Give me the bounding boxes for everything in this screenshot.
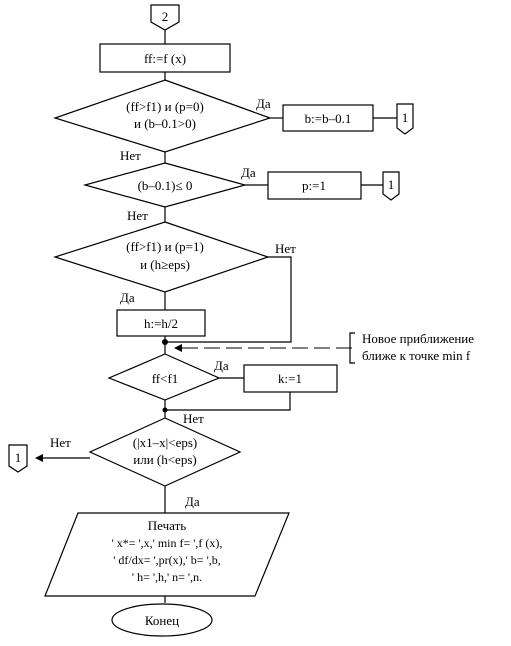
- decision-4-yes-label: Да: [214, 358, 229, 373]
- decision-4: ff<f1: [107, 353, 221, 401]
- output-print: Печать ' x*= ',x,' min f= ',f (x), ' df/…: [44, 512, 290, 597]
- print-line3: ' h= ',h,' n= ',n.: [132, 570, 202, 584]
- decision-3-line1: (ff>f1) и (p=1): [126, 239, 204, 254]
- decision-2: (b–0.1)≤ 0: [82, 162, 248, 208]
- decision-5-no-label: Нет: [50, 435, 71, 450]
- junction-dot: [162, 407, 168, 413]
- connector-1b: 1: [382, 171, 400, 201]
- decision-4-text: ff<f1: [152, 371, 179, 386]
- print-title: Печать: [148, 518, 186, 533]
- decision-1-line1: (ff>f1) и (p=0): [126, 99, 204, 114]
- h-assign-text: h:=h/2: [144, 316, 178, 331]
- decision-5-yes-label: Да: [185, 494, 200, 509]
- junction-dot: [162, 339, 168, 345]
- decision-5-line1: (|x1–x|<eps): [133, 435, 198, 450]
- decision-1: (ff>f1) и (p=0) и (b–0.1>0): [53, 79, 272, 153]
- decision-1-line2: и (b–0.1>0): [134, 116, 196, 131]
- decision-2-text: (b–0.1)≤ 0: [138, 178, 193, 193]
- decision-2-yes-label: Да: [241, 165, 256, 180]
- decision-1-yes-label: Да: [256, 96, 271, 111]
- print-line1: ' x*= ',x,' min f= ',f (x),: [112, 536, 223, 550]
- annotation-line1: Новое приближение: [362, 331, 474, 346]
- decision-3-yes-label: Да: [120, 290, 135, 305]
- connector-1c: 1: [8, 444, 28, 473]
- process-ff-assign: ff:=f (x): [99, 43, 231, 73]
- decision-3: (ff>f1) и (p=1) и (h≥eps): [53, 221, 270, 293]
- annotation-line2: ближе к точке min f: [362, 348, 471, 363]
- process-h-assign: h:=h/2: [116, 309, 206, 337]
- connector-top: 2: [150, 4, 180, 31]
- terminator-end: Конец: [111, 603, 213, 637]
- print-line2: ' df/dx= ',pr(x),' b= ',b,: [113, 553, 221, 567]
- process-b-assign: b:=b–0.1: [282, 104, 374, 132]
- connector-1b-label: 1: [388, 177, 395, 192]
- connector-1a-label: 1: [402, 110, 409, 125]
- annotation: Новое приближение ближе к точке min f: [349, 331, 474, 364]
- k-assign-text: k:=1: [278, 371, 302, 386]
- decision-5-line2: или (h<eps): [133, 452, 196, 467]
- b-assign-text: b:=b–0.1: [305, 111, 352, 126]
- decision-3-no-label: Нет: [275, 241, 296, 256]
- connector-1a: 1: [396, 103, 414, 135]
- decision-2-no-label: Нет: [127, 208, 148, 223]
- connector-top-label: 2: [162, 9, 169, 24]
- p-assign-text: p:=1: [302, 178, 326, 193]
- decision-1-no-label: Нет: [120, 148, 141, 163]
- process-p-assign: p:=1: [267, 171, 362, 200]
- ff-assign-text: ff:=f (x): [144, 51, 186, 66]
- connector-1c-label: 1: [15, 450, 22, 465]
- decision-5: (|x1–x|<eps) или (h<eps): [88, 417, 242, 487]
- decision-3-line2: и (h≥eps): [140, 257, 190, 272]
- end-text: Конец: [145, 613, 179, 628]
- decision-4-no-label: Нет: [183, 411, 204, 426]
- process-k-assign: k:=1: [243, 364, 338, 393]
